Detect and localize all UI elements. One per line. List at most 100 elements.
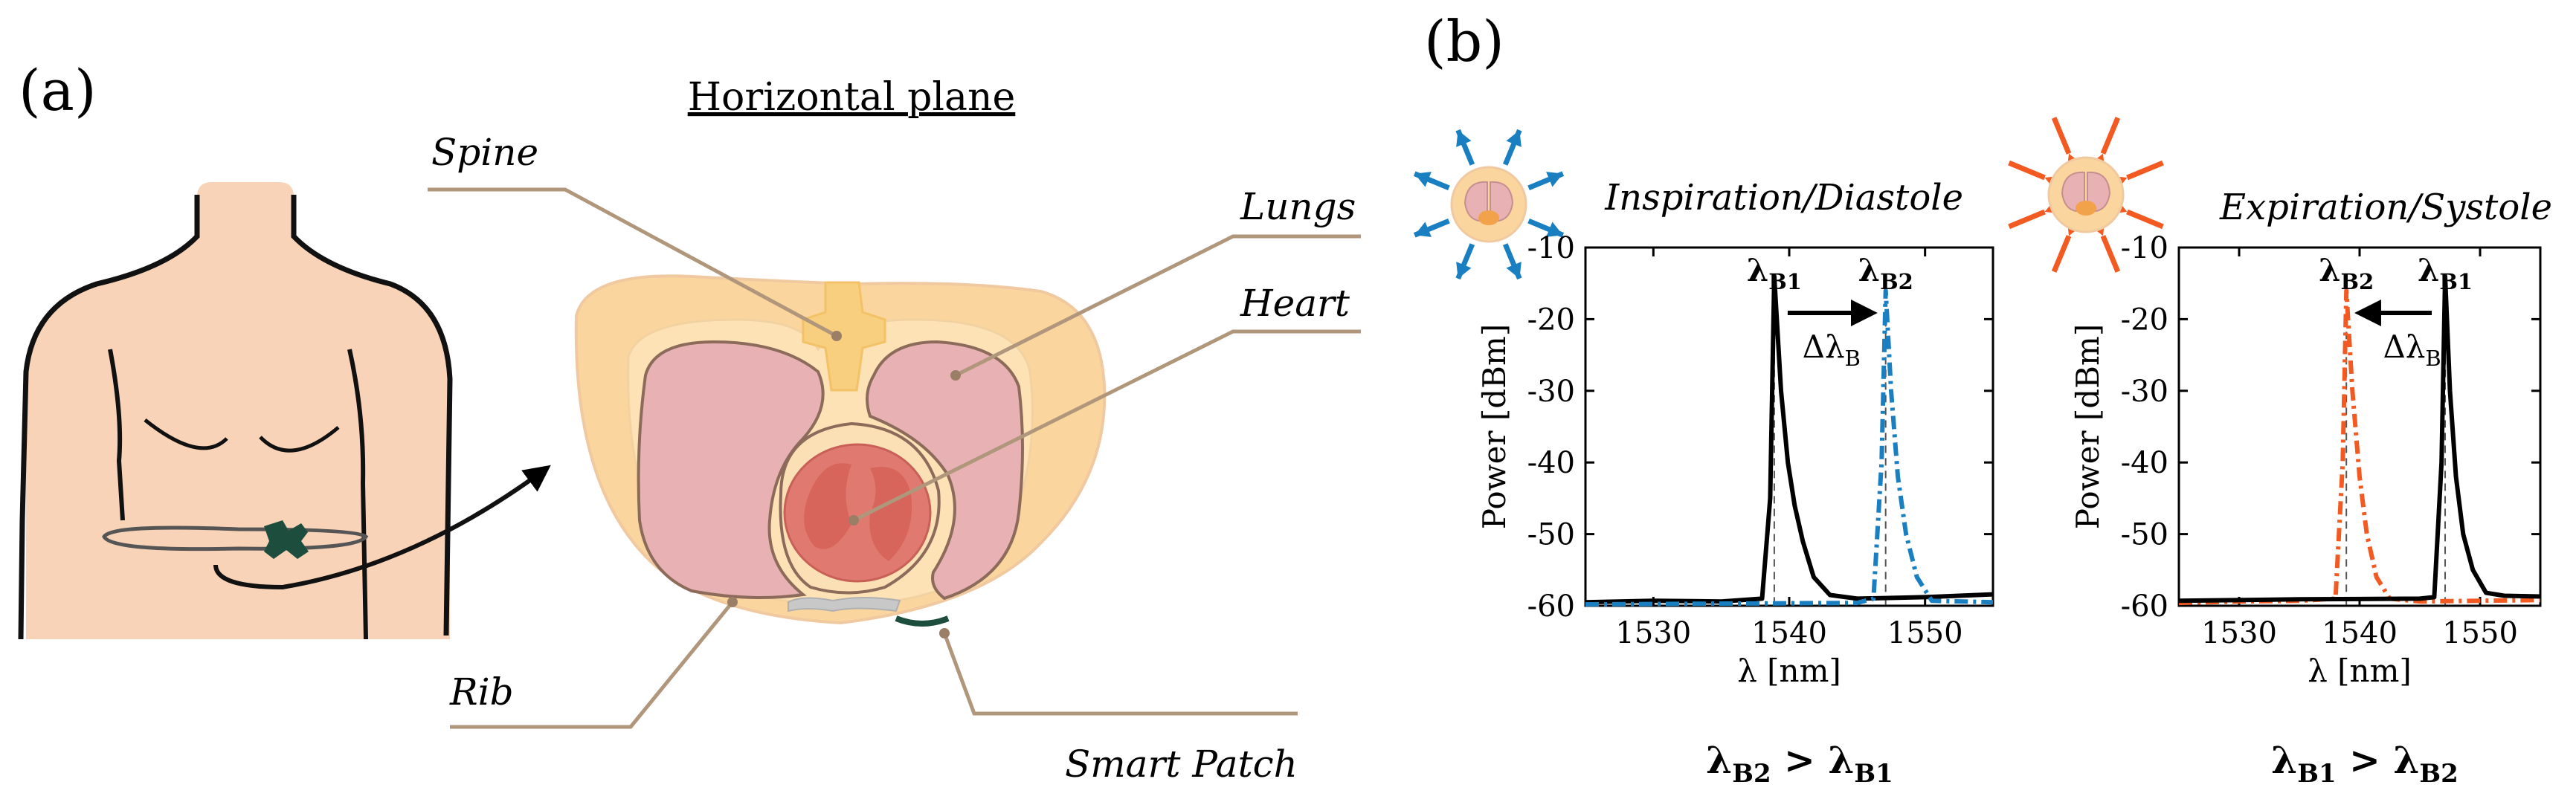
icon-arrow-head [1546,221,1563,237]
horizontal-plane-title: Horizontal plane [688,75,1016,120]
icon-torso [1450,166,1527,243]
icon-lung-right [2087,171,2111,213]
icon-lung-left [2061,171,2085,213]
icon-arrow-head [1456,130,1472,147]
shift-label-main: Δλ [2383,329,2425,365]
series-line-0 [2178,288,2541,606]
y-tick-label: -40 [1527,446,1575,480]
ribs-front [788,597,901,612]
icon-torso [2047,156,2125,233]
peak-label: λB1 [1747,252,1802,294]
heart-leader-dot [849,515,859,525]
icon-arrow-shaft [2051,235,2072,273]
torso-outline-right [291,195,453,636]
y-tick-label: -20 [1527,303,1575,337]
rib-leader-dot [727,597,738,607]
heart-leader [852,329,1361,523]
icon-arrow-shaft [2126,160,2164,181]
shift-label: ΔλB [1803,329,1861,371]
heart-label: Heart [1240,282,1350,325]
condition-part: B2 [2419,759,2458,789]
spine-leader-dot [831,331,842,341]
peak-label-main: λ [1747,252,1768,288]
chart-title: Expiration/Systole [2219,187,2552,228]
peak-label-main: λ [2319,252,2340,288]
condition-part: B2 [1732,759,1771,789]
heart-chamber-right [869,467,912,561]
plot-area-frame [1584,246,1994,607]
x-tick-label: 1530 [2201,616,2277,650]
icon-heart [1478,210,1499,225]
shift-label-main: Δλ [1803,329,1845,365]
peak-label-sub: B2 [1880,269,1913,294]
x-axis-label: λ [nm] [1737,653,1841,689]
panel-b-label: (b) [1424,8,1504,74]
plot-area-frame [2177,246,2542,607]
y-tick-label: -50 [2121,518,2168,552]
lungs-label: Lungs [1240,185,1356,228]
peak-label-sub: B2 [2341,269,2374,294]
arrows-inward-icon [2008,117,2164,273]
y-tick-label: -60 [2121,589,2168,624]
heart-chamber-left [804,463,851,549]
panel-a-label: (a) [19,57,97,123]
y-tick-label: -30 [2121,375,2168,409]
peak-label-main: λ [2418,252,2439,288]
condition-part: λ [2271,738,2297,782]
torso-skin [26,182,450,639]
x-tick-label: 1540 [2322,616,2398,650]
chest-line-left [144,418,228,450]
band-belt [102,525,369,552]
y-tick-label: -20 [2121,303,2168,337]
human-torso-illustration [18,182,551,640]
chest-line-right [259,426,340,453]
chart-title: Inspiration/Diastole [1604,177,1963,219]
peak-label-main: λ [1858,252,1880,288]
smart-patch-leader [942,633,1298,716]
condition-part: > [2337,738,2394,782]
smart-patch-cross-section [895,615,950,627]
condition-part: λ [2393,738,2419,782]
x-tick-label: 1540 [1751,616,1827,650]
icon-arrow-shaft [2008,160,2046,181]
spectrum-chart-expiration: Expiration/Systole-10-20-30-40-50-601530… [2070,187,2552,789]
right-lung [866,340,1024,601]
icon-heart [2076,201,2096,216]
y-tick-label: -10 [1527,231,1575,265]
icon-arrow-shaft [2051,117,2072,155]
shift-label: ΔλB [2383,329,2441,371]
shift-label-sub: B [2425,346,2441,371]
icon-arrow-head [1456,262,1472,279]
torso-outline-left [18,195,200,640]
y-tick-label: -40 [2121,446,2168,480]
spine-label: Spine [431,131,538,174]
spine-leader [428,187,838,338]
zoom-arrow [213,465,551,590]
smart-patch-on-torso [264,520,309,559]
icon-arrow-head [1506,130,1522,147]
condition-part: B1 [2297,759,2336,789]
icon-arrow-shaft [2008,209,2046,230]
y-axis-label: Power [dBm] [1476,324,1513,529]
x-axis-label: λ [nm] [2308,653,2412,689]
rib-leader [450,601,734,729]
left-lung [637,340,825,599]
peak-label: λB1 [2418,252,2473,294]
arm-line-right [347,349,368,640]
peak-label-sub: B1 [1768,269,1802,294]
condition-part: λ [1828,738,1854,782]
lungs-leader [954,234,1361,378]
spectrum-chart-inspiration: Inspiration/Diastole-10-20-30-40-50-6015… [1476,177,1994,789]
smart-patch-leader-dot [939,628,950,638]
condition-part: > [1771,738,1829,782]
y-tick-label: -60 [1527,589,1575,624]
annotation-leaders [428,187,1361,729]
lungs-leader-dot [950,370,961,381]
wavelength-condition: λB1 > λB2 [2271,738,2459,789]
arm-line-left [108,349,125,521]
icon-arrow-shaft [2100,235,2121,273]
y-tick-label: -30 [1527,375,1575,409]
x-tick-label: 1550 [1887,616,1963,650]
